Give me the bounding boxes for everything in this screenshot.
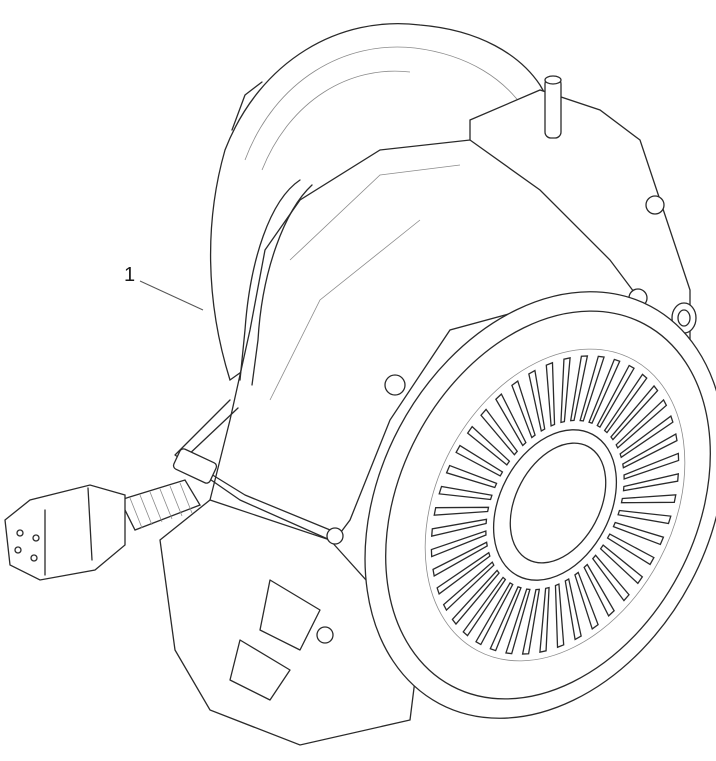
- electrical-connector: [4, 484, 126, 581]
- crankcase: [209, 139, 648, 561]
- corrugated-sleeve: [119, 479, 201, 531]
- mounting-foot: [159, 499, 421, 746]
- callout-label-1: 1: [124, 264, 136, 286]
- wiring-harness: [4, 179, 344, 581]
- fan-cover: [364, 291, 716, 719]
- callout-leader-line: [139, 280, 204, 311]
- cooling-fins: [430, 355, 680, 655]
